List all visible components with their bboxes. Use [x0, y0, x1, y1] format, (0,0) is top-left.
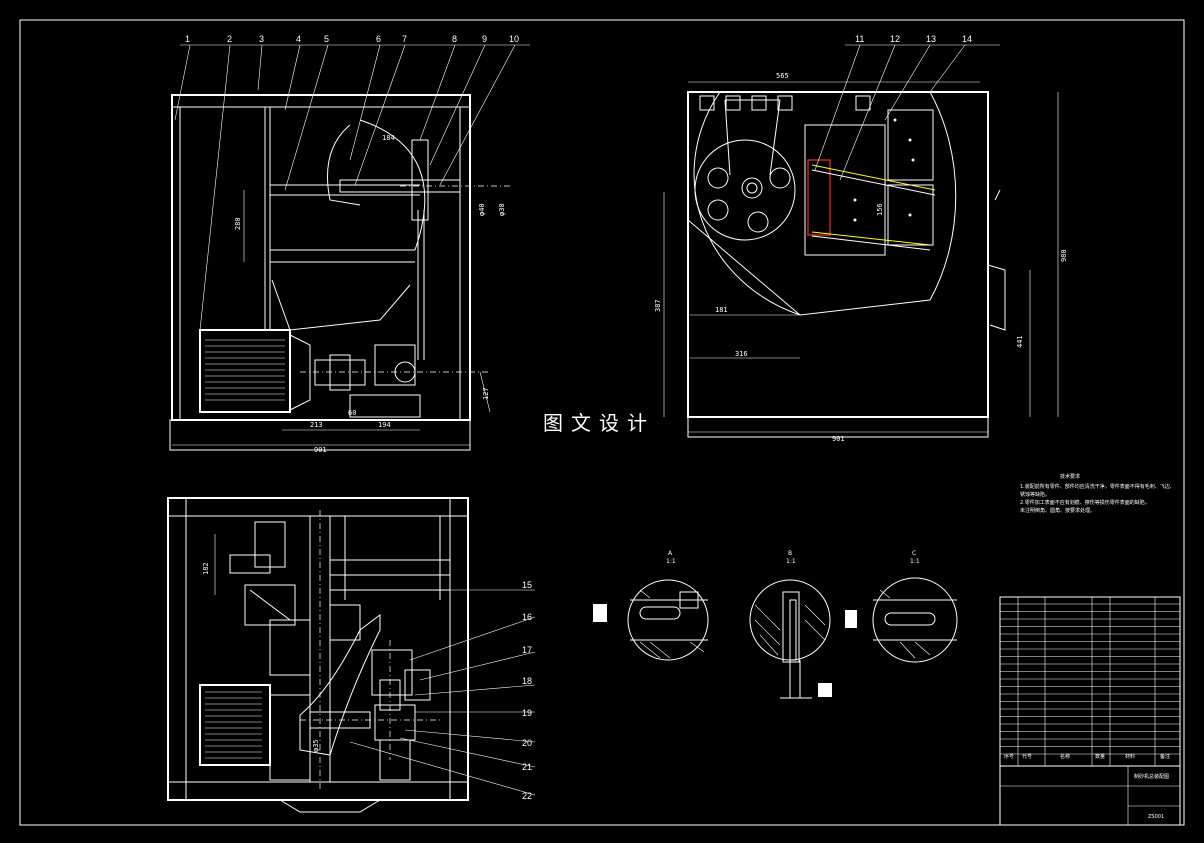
notes-line-4: 未注明倒角、圆角、按要求处理。 — [1020, 507, 1095, 514]
dim-front-top: 184 — [382, 134, 395, 142]
dim-front-height: 280 — [234, 217, 242, 230]
dim-front-right-1: 127 — [482, 387, 490, 400]
balloon-13: 13 — [926, 34, 936, 44]
notes-line-3: 2.零件加工表面不应有划痕、擦伤等损伤零件表面的缺陷， — [1020, 499, 1150, 506]
dims-front-view: 901 213 194 280 184 127 φ40 φ30 60 — [234, 134, 506, 454]
balloon-10: 10 — [509, 34, 519, 44]
drawing-border — [19, 19, 1185, 826]
balloon-7: 7 — [402, 34, 407, 44]
section-b-title: B — [788, 550, 792, 557]
notes-line-2: 锈蚀等缺陷。 — [1020, 491, 1050, 498]
dim-side-right-h: 980 — [1060, 249, 1068, 262]
notes-heading: 技术要求 — [1060, 473, 1080, 480]
balloon-6: 6 — [376, 34, 381, 44]
dim-side-top: 565 — [776, 72, 789, 80]
section-c-title: C — [912, 550, 916, 557]
balloon-20: 20 — [522, 738, 532, 748]
dim-front-right-3: φ30 — [498, 203, 506, 216]
dim-front-right-2: φ40 — [478, 203, 486, 216]
section-a-title: A — [668, 550, 673, 557]
balloon-22: 22 — [522, 791, 532, 801]
balloon-5: 5 — [324, 34, 329, 44]
section-c-scale: 1:1 — [910, 558, 920, 565]
dim-side-bottom: 901 — [832, 435, 845, 443]
balloons-side-view: 11 12 13 14 — [855, 34, 972, 44]
dim-plan-left: 182 — [202, 562, 210, 575]
notes-line-1: 1.装配前所有零件、部件均应清洗干净，零件表面不得有毛刺、飞边、 — [1020, 483, 1175, 490]
dim-plan-bottom: φ35 — [312, 739, 320, 752]
balloon-14: 14 — [962, 34, 972, 44]
drawing-number: ZS001 — [1148, 814, 1164, 820]
balloon-9: 9 — [482, 34, 487, 44]
balloon-19: 19 — [522, 708, 532, 718]
section-a: A 1:1 — [593, 550, 709, 661]
balloon-12: 12 — [890, 34, 900, 44]
balloon-2: 2 — [227, 34, 232, 44]
side-view — [663, 44, 1059, 438]
title-col-code: 代号 — [1022, 753, 1032, 760]
title-col-note: 备注 — [1160, 753, 1170, 760]
section-b: B 1:1 — [749, 550, 832, 699]
balloons-front-view: 1 2 3 4 5 6 7 8 9 10 — [185, 34, 519, 44]
plan-view — [167, 497, 536, 813]
balloon-8: 8 — [452, 34, 457, 44]
dim-side-inner-2: 316 — [735, 350, 748, 358]
dim-front-bottom-left: 213 — [310, 421, 323, 429]
dims-side-view: 565 901 387 181 316 980 441 156 — [654, 72, 1068, 443]
drawing-name: 制砂机总装配图 — [1134, 773, 1169, 780]
section-c: C 1:1 — [845, 550, 958, 663]
balloon-15: 15 — [522, 580, 532, 590]
bill-of-materials — [999, 596, 1181, 826]
balloon-1: 1 — [185, 34, 190, 44]
dim-side-right-h2: 441 — [1016, 335, 1024, 348]
title-col-qty: 数量 — [1095, 753, 1105, 760]
title-col-material: 材料 — [1125, 753, 1135, 760]
watermark-text: 图文设计 — [543, 411, 655, 435]
balloons-plan-view: 15 16 17 18 19 20 21 22 — [522, 580, 532, 801]
title-block: 序号 代号 名称 数量 材料 备注 制砂机总装配图 ZS001 — [1000, 753, 1180, 825]
dim-front-bottom-right: 194 — [378, 421, 391, 429]
balloon-11: 11 — [855, 34, 864, 44]
front-view — [169, 44, 530, 451]
balloon-21: 21 — [522, 762, 532, 772]
dim-side-mid: 156 — [876, 203, 884, 216]
dim-side-inner-1: 181 — [715, 306, 728, 314]
balloon-4: 4 — [296, 34, 301, 44]
balloon-18: 18 — [522, 676, 532, 686]
technical-notes: 技术要求 1.装配前所有零件、部件均应清洗干净，零件表面不得有毛刺、飞边、 锈蚀… — [1020, 473, 1175, 514]
dim-side-left-h: 387 — [654, 299, 662, 312]
dims-plan-view: 182 φ35 — [202, 562, 320, 752]
dim-front-width: 901 — [314, 446, 327, 454]
balloon-16: 16 — [522, 612, 532, 622]
balloon-3: 3 — [259, 34, 264, 44]
title-col-name: 名称 — [1060, 753, 1070, 760]
section-b-scale: 1:1 — [786, 558, 796, 565]
balloon-17: 17 — [522, 645, 532, 655]
section-a-scale: 1:1 — [666, 558, 676, 565]
dim-front-small: 60 — [348, 409, 356, 417]
title-col-seq: 序号 — [1004, 753, 1014, 760]
